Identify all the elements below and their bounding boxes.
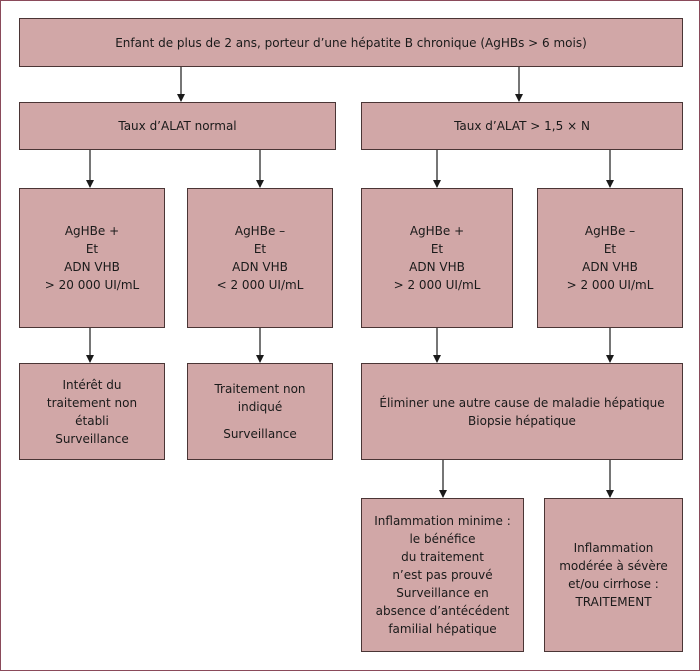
result-no-treatment-box: Traitement non indiqué Surveillance	[187, 363, 333, 460]
box-aghbe-positive-high: AgHBe + Et ADN VHB > 2 000 UI/mL	[361, 188, 513, 328]
eliminate-line: Biopsie hépatique	[468, 413, 576, 428]
inflammation-severe-box: Inflammation modérée à sévère et/ou cirr…	[544, 498, 683, 652]
box-aghbe-negative-high: AgHBe – Et ADN VHB > 2 000 UI/mL	[537, 188, 683, 328]
inflammation-severe-line: Inflammation	[573, 541, 654, 555]
box4-line: ADN VHB	[582, 260, 638, 274]
inflammation-min-line: absence d’antécédent	[375, 604, 510, 618]
alat-normal-box: Taux d’ALAT normal	[19, 102, 336, 150]
box4-line: AgHBe –	[584, 224, 636, 238]
box3-line: Et	[430, 242, 444, 256]
inflammation-min-line: Surveillance en	[396, 586, 489, 600]
result1-line: Intérêt du	[62, 377, 122, 392]
box2-line: Et	[253, 242, 267, 256]
alat-high-box: Taux d’ALAT > 1,5 × N	[361, 102, 683, 150]
eliminate-cause-box: Éliminer une autre cause de maladie hépa…	[361, 363, 683, 460]
inflammation-severe-line: TRAITEMENT	[575, 595, 652, 609]
top-condition-text: Enfant de plus de 2 ans, porteur d’une h…	[115, 35, 587, 50]
result2-line: Traitement non	[214, 382, 306, 396]
inflammation-min-line: n’est pas prouvé	[392, 568, 493, 582]
box3-line: > 2 000 UI/mL	[393, 278, 481, 292]
box1-line: AgHBe +	[64, 224, 120, 238]
result-surveillance-box: Intérêt du traitement non établi Surveil…	[19, 363, 165, 460]
box3-line: ADN VHB	[409, 260, 465, 274]
top-condition-box: Enfant de plus de 2 ans, porteur d’une h…	[19, 18, 683, 67]
box-aghbe-negative-normal: AgHBe – Et ADN VHB < 2 000 UI/mL	[187, 188, 333, 328]
alat-normal-text: Taux d’ALAT normal	[118, 119, 237, 133]
inflammation-min-line: du traitement	[401, 550, 484, 564]
result1-line: établi	[75, 413, 109, 428]
box4-line: > 2 000 UI/mL	[566, 278, 654, 292]
inflammation-min-line: familial hépatique	[388, 622, 497, 636]
inflammation-severe-line: et/ou cirrhose :	[568, 577, 659, 591]
box1-line: > 20 000 UI/mL	[44, 278, 140, 292]
box3-line: AgHBe +	[409, 224, 465, 238]
inflammation-min-line: le bénéfice	[409, 532, 476, 546]
inflammation-minimal-box: Inflammation minime : le bénéfice du tra…	[361, 498, 524, 652]
result1-line: traitement non	[46, 395, 138, 410]
result2-extra: Surveillance	[223, 427, 297, 441]
result2-line: indiqué	[237, 400, 283, 414]
box1-line: ADN VHB	[64, 260, 120, 274]
box4-line: Et	[603, 242, 617, 256]
box-aghbe-positive-normal: AgHBe + Et ADN VHB > 20 000 UI/mL	[19, 188, 165, 328]
box2-line: ADN VHB	[232, 260, 288, 274]
inflammation-min-line: Inflammation minime :	[374, 514, 511, 528]
alat-high-text: Taux d’ALAT > 1,5 × N	[454, 119, 590, 133]
inflammation-severe-line: modérée à sévère	[559, 559, 668, 573]
box1-line: Et	[85, 242, 99, 256]
eliminate-line: Éliminer une autre cause de maladie hépa…	[379, 395, 665, 410]
box2-line: AgHBe –	[234, 224, 286, 238]
result1-line: Surveillance	[55, 431, 129, 446]
box2-line: < 2 000 UI/mL	[216, 278, 304, 292]
